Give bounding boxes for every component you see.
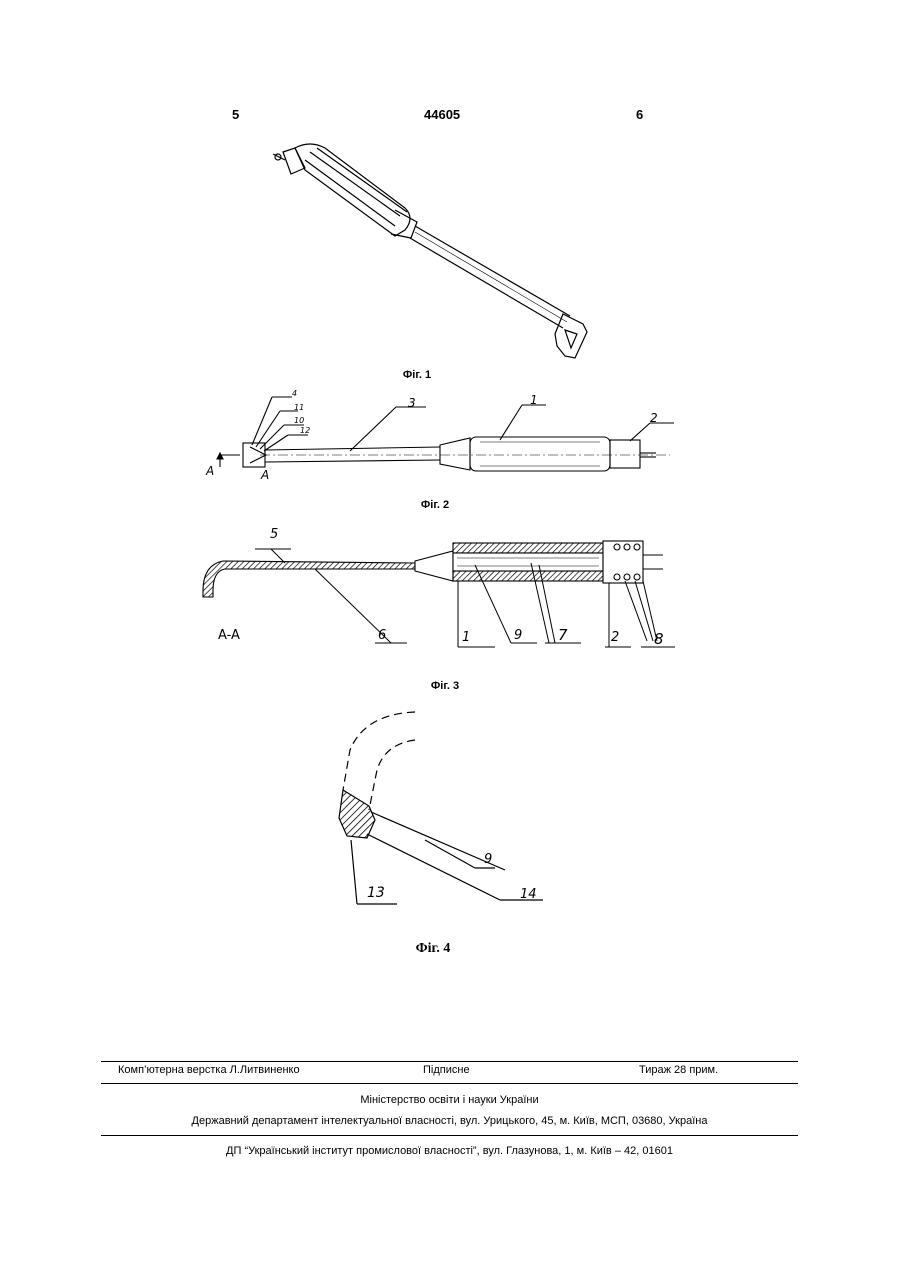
fig3-label-1: 1 (462, 630, 470, 645)
fig3-label-9: 9 (514, 628, 522, 643)
fig2-label-3: 3 (408, 396, 416, 410)
footer-ministry: Міністерство освіти і науки України (101, 1094, 798, 1106)
footer-typesetting: Комп’ютерна верстка Л.Литвиненко (118, 1064, 300, 1076)
fig3-label-8: 8 (654, 630, 664, 648)
figure-2-drawing (200, 385, 680, 490)
figure-1-drawing (265, 138, 595, 368)
fig4-label-9: 9 (484, 852, 492, 867)
section-label-a-a: A-A (218, 628, 240, 643)
footer-rule-bottom (101, 1135, 798, 1136)
footer-rule-top (101, 1061, 798, 1062)
fig2-label-12: 12 (300, 426, 310, 435)
footer-circulation: Тираж 28 прим. (639, 1064, 718, 1076)
fig3-label-5: 5 (270, 527, 278, 542)
fig4-label-14: 14 (520, 887, 537, 902)
figure-4-caption: Фіг. 4 (403, 941, 463, 957)
page-number-left: 5 (232, 107, 239, 122)
fig3-label-7: 7 (558, 626, 568, 644)
footer-signed: Підписне (423, 1064, 470, 1076)
fig2-label-11: 11 (294, 403, 304, 412)
footer-department: Державний департамент інтелектуальної вл… (101, 1115, 798, 1127)
figure-3-caption: Фіг. 3 (420, 680, 470, 692)
footer-institute: ДП “Український інститут промислової вла… (101, 1145, 798, 1157)
fig2-label-a-right: A (261, 468, 269, 482)
fig2-label-1: 1 (530, 393, 538, 407)
fig2-label-2: 2 (650, 411, 658, 425)
fig4-label-13: 13 (367, 885, 385, 901)
fig2-label-10: 10 (294, 416, 304, 425)
patent-number: 44605 (424, 107, 460, 122)
fig2-label-4: 4 (292, 389, 297, 398)
page-number-right: 6 (636, 107, 643, 122)
fig3-label-6: 6 (378, 628, 386, 643)
figure-1-caption: Фіг. 1 (392, 369, 442, 381)
fig3-label-2: 2 (611, 630, 619, 645)
figure-2-caption: Фіг. 2 (410, 499, 460, 511)
footer-rule-middle (101, 1083, 798, 1084)
fig2-label-a-left: A (206, 464, 214, 478)
